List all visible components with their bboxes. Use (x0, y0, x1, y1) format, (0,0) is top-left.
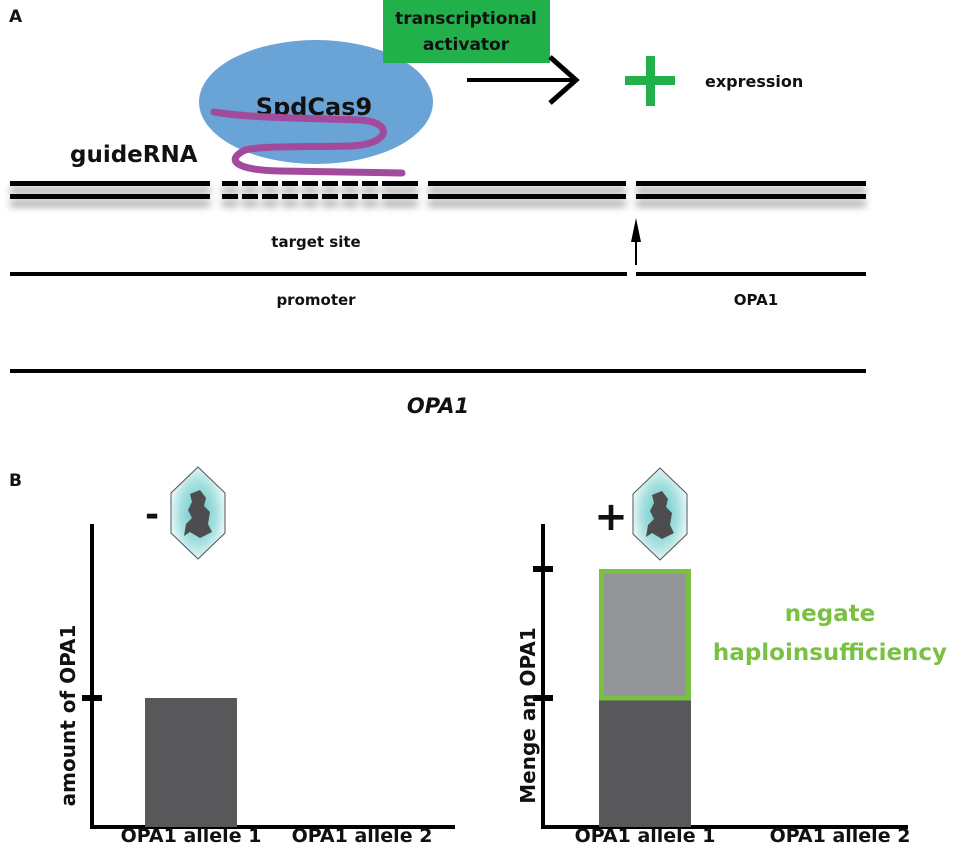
activator-label-line1: transcriptional (395, 9, 537, 29)
bar-endogenous-1 (599, 698, 691, 827)
transcription-start-arrow-icon (631, 218, 641, 265)
dna-double-strand (10, 181, 866, 199)
cas9-protein-shape (199, 40, 433, 164)
y-tick (82, 695, 102, 701)
guide-rna-strand (210, 108, 406, 177)
chart-left: OPA1 allele 1 OPA1 allele 2 amount of OPA1 (56, 524, 455, 845)
annotation-line2: haploinsufficiency (713, 640, 947, 666)
category-label: OPA1 allele 1 (575, 825, 716, 845)
y-axis-label: amount of OPA1 (56, 625, 80, 807)
transcriptional-activator-box (383, 0, 550, 63)
panel-a-label: A (9, 7, 23, 27)
annotation-line1: negate (785, 601, 876, 627)
chart-right: OPA1 allele 1 OPA1 allele 2 Menge an OPA1 (516, 524, 910, 845)
bar-activated-1 (599, 569, 691, 701)
expression-label: expression (705, 72, 803, 91)
opa1-locus-line (10, 369, 866, 373)
gene-line (636, 272, 866, 276)
plus-sign: + (594, 494, 628, 540)
cell-treatment-icon-left (170, 466, 226, 560)
y-tick (533, 695, 553, 701)
activation-arrow-icon (467, 55, 580, 105)
promoter-line (10, 272, 627, 276)
gene-label-large: OPA1 (407, 394, 469, 418)
cell-treatment-icon-right (632, 467, 688, 561)
activator-label-line2: activator (423, 35, 510, 55)
category-label: OPA1 allele 1 (121, 825, 262, 845)
gene-label-small: OPA1 (734, 291, 778, 309)
bar-endogenous-1 (145, 698, 237, 827)
category-label: OPA1 allele 2 (770, 825, 911, 845)
guide-rna-label: guideRNA (70, 142, 198, 168)
y-tick (533, 566, 553, 572)
category-label: OPA1 allele 2 (292, 825, 433, 845)
minus-sign: - (145, 495, 159, 535)
plus-icon (625, 56, 675, 106)
y-axis-label: Menge an OPA1 (516, 627, 540, 803)
plus-sign-group: + (594, 494, 628, 540)
target-site-label: target site (271, 233, 360, 251)
promoter-label: promoter (276, 291, 356, 309)
panel-b-label: B (9, 471, 22, 491)
